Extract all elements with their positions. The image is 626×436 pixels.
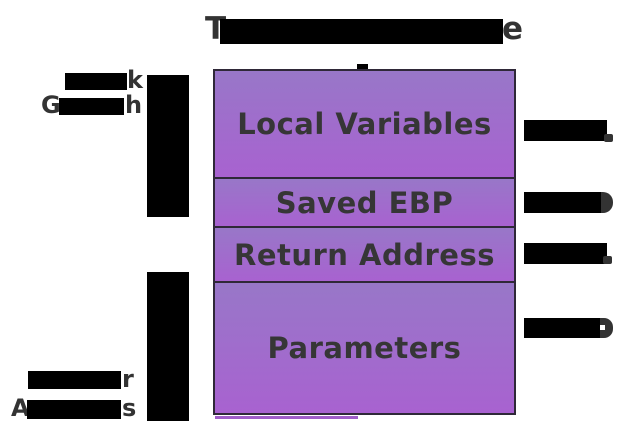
- stack-growth-line2-fragment-start: G: [41, 91, 61, 119]
- redaction-notch: [357, 64, 368, 71]
- section-divider: [215, 177, 514, 179]
- offset-3-glyph-fragment: [603, 256, 612, 264]
- stack-growth-line1-fragment: k: [127, 66, 143, 94]
- section-divider: [215, 281, 514, 283]
- stack-section-return-address: Return Address: [215, 228, 514, 281]
- section-label-saved-ebp: Saved EBP: [275, 185, 454, 220]
- section-divider: [215, 226, 514, 228]
- redaction-box-offset-2: [524, 192, 601, 213]
- redacted-arrow-up: [147, 75, 189, 217]
- offset-4-glyph-notch: [597, 325, 605, 330]
- stack-section-saved-ebp: Saved EBP: [215, 179, 514, 226]
- redaction-box-higher-addresses-line1: [28, 371, 121, 389]
- section-label-parameters: Parameters: [267, 331, 462, 365]
- redaction-box-higher-addresses-line2: [27, 400, 121, 419]
- frame-bottom-artifact: [215, 416, 358, 419]
- redaction-box-stack-growth-line2: [59, 98, 124, 115]
- redaction-box-offset-1: [524, 120, 607, 141]
- redaction-box-offset-4: [524, 318, 600, 338]
- section-label-return-address: Return Address: [233, 237, 495, 272]
- stack-growth-line2-fragment-end: h: [125, 91, 143, 119]
- redaction-box-stack-growth-line1: [65, 73, 127, 90]
- stack-section-local-variables: Local Variables: [215, 71, 514, 177]
- redaction-box-title: [220, 19, 503, 44]
- stack-section-parameters: Parameters: [215, 283, 514, 413]
- higher-addresses-line2-fragment-start: A: [11, 394, 30, 422]
- higher-addresses-line2-fragment-end: s: [122, 394, 137, 422]
- section-label-local-variables: Local Variables: [237, 107, 492, 141]
- title-fragment-end: e: [502, 11, 524, 47]
- redaction-box-offset-3: [524, 243, 607, 264]
- stack-frame-box: Local Variables Saved EBP Return Address…: [213, 69, 516, 415]
- higher-addresses-line1-fragment: r: [122, 365, 134, 393]
- offset-1-glyph-fragment: [604, 134, 613, 142]
- redacted-arrow-down: [147, 272, 189, 421]
